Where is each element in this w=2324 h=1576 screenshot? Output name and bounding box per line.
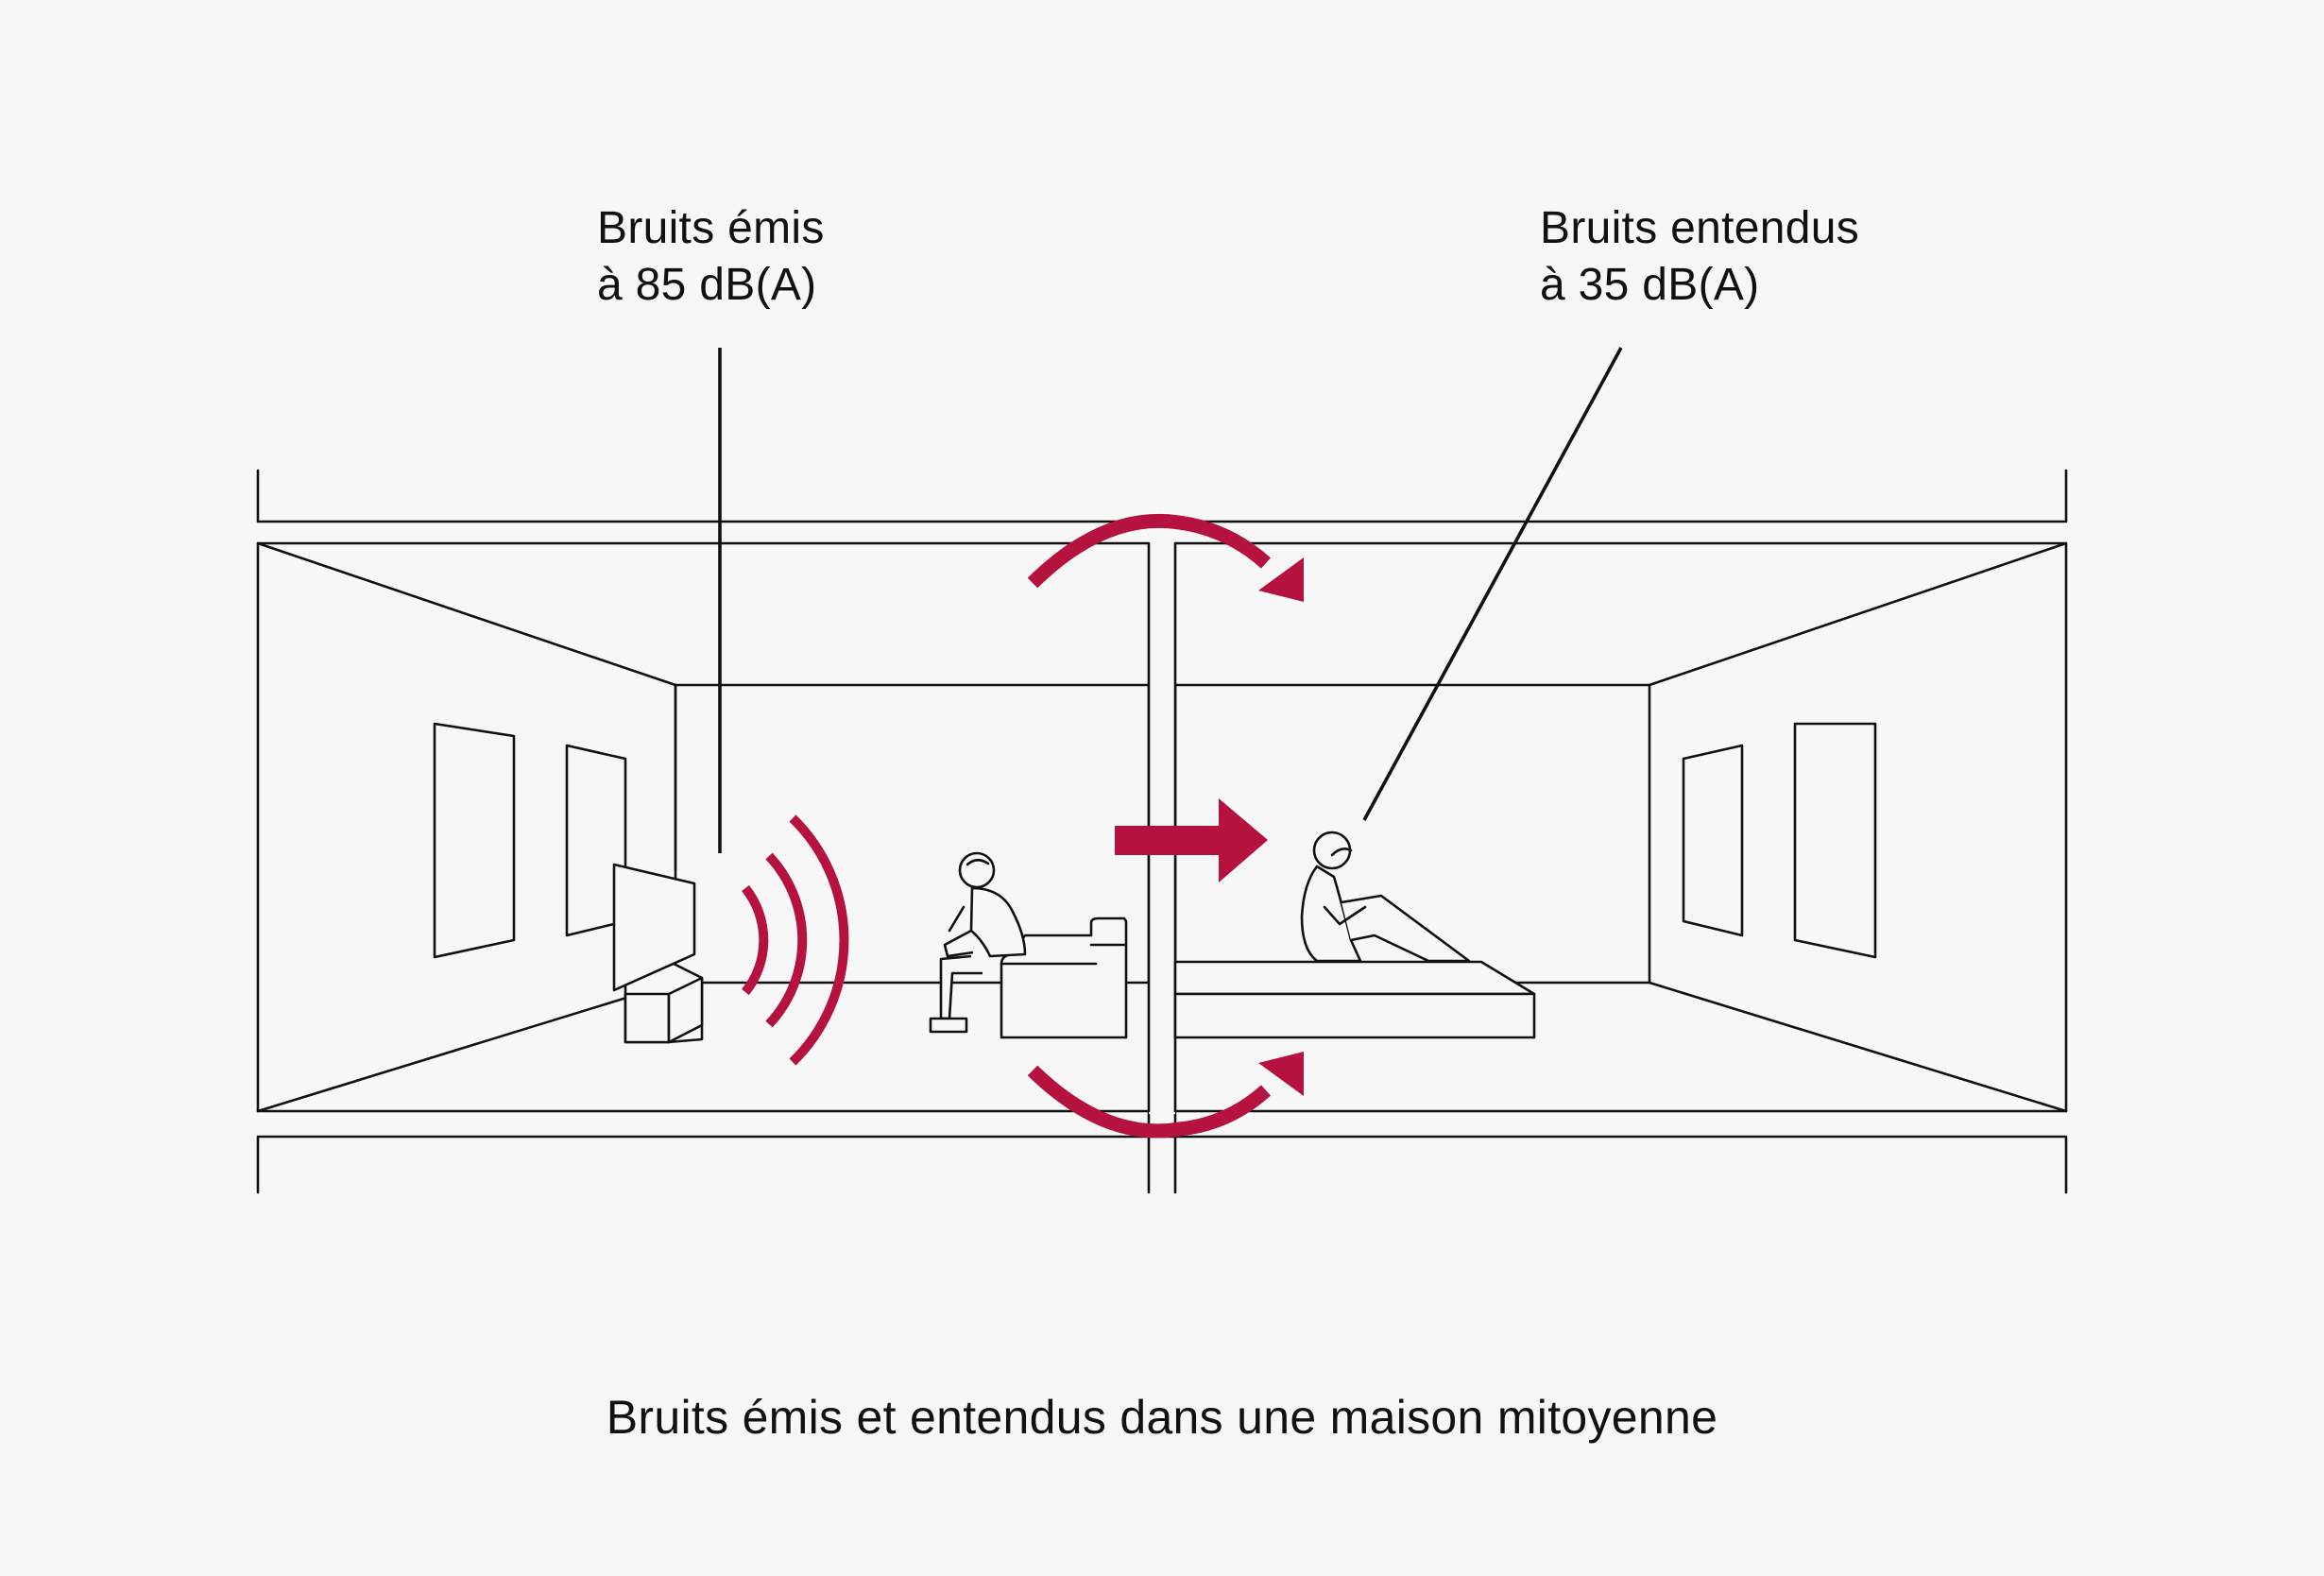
seated-person-left	[929, 851, 1027, 1034]
diagram-caption: Bruits émis et entendus dans une maison …	[606, 1391, 1718, 1444]
heard-noise-label-line1: Bruits entendus	[1540, 203, 1860, 253]
left-windows	[433, 722, 627, 959]
heard-noise-label: Bruits entendus à 35 dB(A)	[1540, 200, 1859, 314]
sofa	[1000, 916, 1128, 1039]
seated-person-right	[1300, 831, 1471, 963]
emitted-noise-label-line1: Bruits émis	[597, 203, 825, 253]
flanking-transmission-top-arrow-icon	[1027, 513, 1304, 602]
bed	[1173, 960, 1536, 1039]
lower-floor-slab	[256, 1109, 2068, 1194]
heard-noise-label-line2: à 35 dB(A)	[1540, 260, 1760, 310]
tv-set	[612, 863, 704, 1044]
airborne-transmission-arrow-icon	[1115, 798, 1268, 882]
emitted-noise-label: Bruits émis à 85 dB(A)	[597, 200, 825, 314]
right-windows	[1682, 722, 1877, 959]
emitted-noise-label-line2: à 85 dB(A)	[597, 260, 817, 310]
pointer-lines	[718, 347, 1623, 853]
sound-waves-icon	[742, 814, 849, 1066]
flanking-transmission-bottom-arrow-icon	[1027, 1052, 1304, 1139]
